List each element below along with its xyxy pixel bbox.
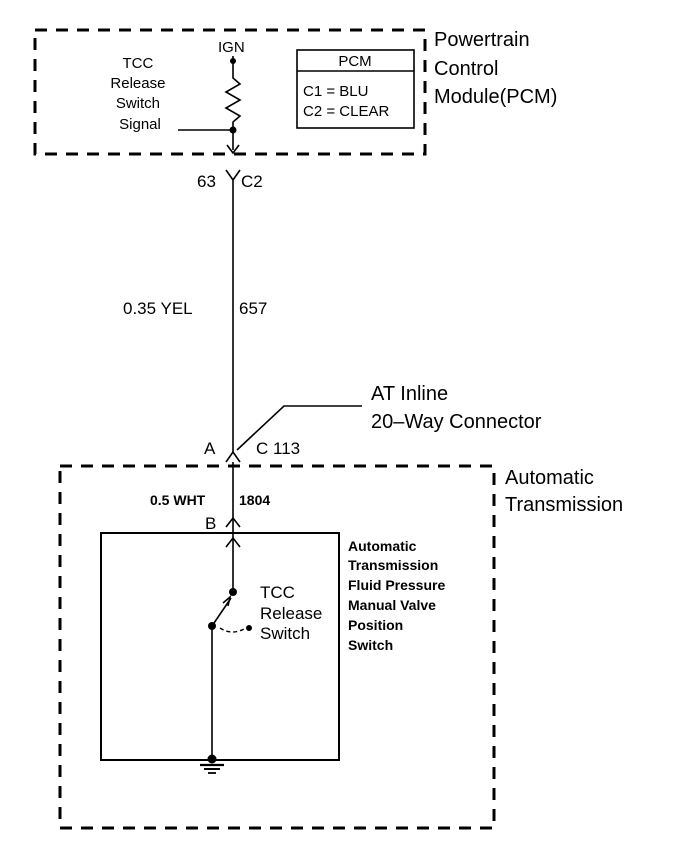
tcc-release-switch: TCC Release Switch — [208, 583, 327, 643]
ground-icon — [200, 754, 224, 774]
ign-label: IGN — [218, 39, 245, 56]
inline-connector-id: C 113 — [256, 439, 300, 458]
switch-upper-contact — [229, 588, 237, 596]
ign-node — [230, 58, 236, 64]
tcc-switch-label: TCC Release Switch — [260, 583, 327, 643]
inline-connector-c113: AT Inline 20–Way Connector A C 113 — [204, 383, 542, 463]
transmission-boundary — [58, 464, 496, 830]
pcm-block: IGN TCC Release Switch Signal PCM C1 = B… — [33, 28, 427, 156]
signal-label: TCC Release Switch Signal — [110, 55, 169, 133]
pcm-table-header: PCM — [338, 53, 371, 70]
pcm-pin-arrow — [226, 144, 240, 155]
wire-1804-size-color: 0.5 WHT — [150, 492, 206, 508]
inline-pin-a: A — [204, 439, 216, 458]
switch-actuator-link — [219, 627, 247, 633]
pcm-connector-id: C2 — [241, 172, 263, 191]
wire-657-circuit: 657 — [239, 299, 267, 318]
pcm-pin-number: 63 — [197, 172, 216, 191]
switch-blade-arrowhead — [222, 594, 232, 607]
pcm-table-row: C1 = BLU — [303, 83, 368, 100]
inline-connector-label: AT Inline 20–Way Connector — [371, 383, 542, 433]
pcm-boundary — [33, 28, 427, 156]
switch-blade — [211, 597, 232, 627]
switch-assembly-pin-arrow — [225, 536, 241, 548]
switch-assembly-label: Automatic Transmission Fluid Pressure Ma… — [348, 538, 449, 653]
switch-open-contact — [246, 625, 252, 631]
pcm-table-row: C2 = CLEAR — [303, 103, 389, 120]
pull-up-resistor — [224, 68, 242, 150]
pcm-title: Powertrain Control Module(PCM) — [434, 29, 557, 108]
inline-pin-b: B — [205, 514, 216, 533]
wire-1804-upper-connector — [225, 516, 241, 528]
wire-1804-circuit: 1804 — [239, 492, 270, 508]
wire-657-size-color: 0.35 YEL — [123, 299, 193, 318]
connector-leader-line — [236, 405, 362, 451]
pcm-connector-c2: 63 C2 — [197, 169, 263, 191]
transmission-title: Automatic Transmission — [505, 467, 623, 516]
switch-assembly-box — [100, 532, 340, 761]
pcm-connector-table: PCM C1 = BLU C2 = CLEAR — [296, 49, 415, 129]
